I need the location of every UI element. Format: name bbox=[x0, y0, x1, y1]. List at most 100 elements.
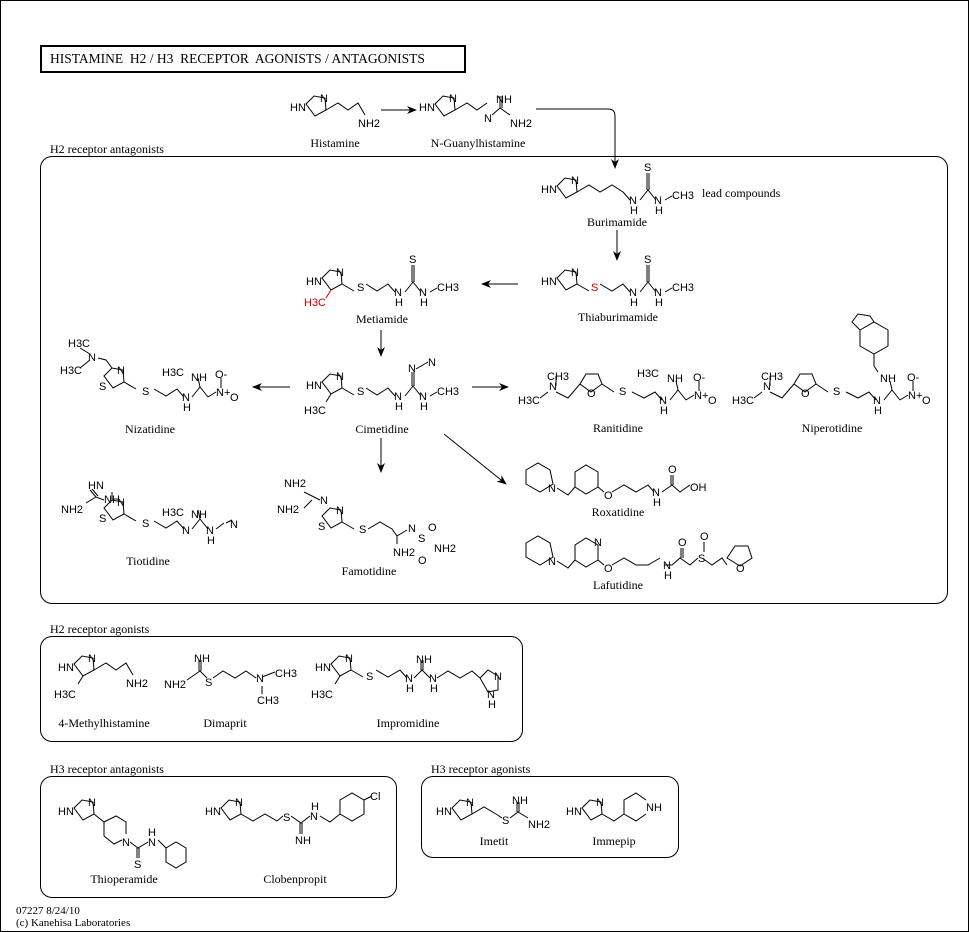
atom-label: HN bbox=[541, 276, 557, 288]
atom-label: N bbox=[571, 267, 579, 279]
atom-label: N bbox=[419, 287, 427, 299]
atom-label: H bbox=[874, 405, 882, 417]
atom-label: HN bbox=[541, 184, 557, 196]
atom-label: NH2 bbox=[284, 478, 306, 490]
atom-label: H bbox=[630, 205, 638, 217]
bond-line bbox=[434, 95, 456, 117]
compound-label-nizatidine: Nizatidine bbox=[125, 422, 175, 436]
atom-label: N+ bbox=[216, 387, 230, 399]
atom-label: S bbox=[205, 677, 212, 689]
atom-label: HN bbox=[58, 662, 74, 674]
bond-line bbox=[103, 499, 125, 521]
bond-line bbox=[73, 799, 95, 821]
bond-line bbox=[753, 376, 914, 401]
atom-label: S bbox=[591, 282, 598, 294]
bond-line bbox=[581, 799, 603, 821]
compound-label-4-methylhistamine: 4-Methylhistamine bbox=[58, 716, 150, 730]
atom-label: HN bbox=[566, 806, 582, 818]
atom-label: N bbox=[310, 811, 318, 823]
atom-label: N bbox=[629, 195, 637, 207]
structure-lafutidine: N N O N H O S O O bbox=[525, 531, 753, 582]
atom-label: H bbox=[655, 297, 663, 309]
atom-label: S bbox=[619, 386, 626, 398]
atom-label: CH3 bbox=[275, 668, 297, 680]
atom-label: HN bbox=[306, 276, 322, 288]
atom-label: NH2 bbox=[510, 118, 532, 130]
structure-4-methylhistamine: HN N H3C NH2 bbox=[54, 653, 148, 701]
atom-label: NH bbox=[496, 94, 512, 106]
atom-label: O- bbox=[907, 372, 920, 384]
atom-label: CH3 bbox=[672, 190, 694, 202]
atom-label: S bbox=[644, 254, 651, 266]
bond-line bbox=[330, 655, 352, 677]
bond-line bbox=[454, 96, 511, 116]
atom-label: H3C bbox=[162, 507, 184, 519]
compound-label-immepip: Immepip bbox=[592, 834, 636, 848]
atom-label: N bbox=[494, 671, 502, 683]
atom-label: N bbox=[320, 495, 328, 507]
compound-label-clobenpropit: Clobenpropit bbox=[263, 872, 327, 886]
atom-label: HN bbox=[419, 102, 435, 114]
atom-label: S bbox=[833, 386, 840, 398]
bond-line bbox=[726, 545, 753, 567]
bond-line bbox=[240, 792, 373, 834]
atom-label: N bbox=[873, 395, 881, 407]
atom-label: H bbox=[660, 405, 668, 417]
atom-label: CH3 bbox=[437, 386, 459, 398]
atom-label: O bbox=[587, 388, 596, 400]
atom-label: N bbox=[549, 381, 557, 393]
atom-label: O bbox=[428, 522, 437, 534]
bond-line bbox=[73, 655, 95, 677]
compound-label-thioperamide: Thioperamide bbox=[90, 872, 158, 886]
atom-label: O bbox=[700, 531, 709, 543]
structure-cimetidine: HN N H3C S N H N N N H CH3 bbox=[304, 357, 459, 417]
compound-label-n-guanylhistamine: N-Guanylhistamine bbox=[430, 136, 526, 150]
group-box-h3-agonists bbox=[421, 776, 679, 858]
group-label-h2-antagonists: H2 receptor antagonists bbox=[50, 142, 164, 156]
atom-label: N bbox=[336, 371, 344, 383]
atom-label: N bbox=[419, 391, 427, 403]
atom-label: N bbox=[122, 837, 130, 849]
structure-metiamide: HN N H3C S N H S N H CH3 bbox=[304, 254, 459, 309]
bond-line bbox=[576, 265, 673, 293]
atom-label: OH bbox=[690, 482, 707, 494]
atom-label: H bbox=[430, 683, 438, 695]
atom-label: H3C bbox=[311, 689, 333, 701]
atom-label: H3C bbox=[54, 689, 76, 701]
bond-line bbox=[305, 95, 327, 117]
bond-line bbox=[479, 669, 499, 693]
compound-label-cimetidine: Cimetidine bbox=[355, 422, 409, 436]
atom-label: H3C bbox=[637, 368, 659, 380]
atom-label: N bbox=[235, 797, 243, 809]
atom-label: N bbox=[206, 525, 214, 537]
lead-compounds-note: lead compounds bbox=[702, 186, 781, 200]
atom-label: N bbox=[88, 653, 96, 665]
arrow-cimetidine-to-roxatidine bbox=[443, 433, 507, 485]
atom-label: CH3 bbox=[547, 371, 569, 383]
atom-label: S bbox=[366, 671, 373, 683]
bond-line bbox=[321, 269, 343, 291]
atom-label: NH2 bbox=[126, 678, 148, 690]
atom-label: HN bbox=[306, 380, 322, 392]
atom-label: N bbox=[320, 93, 328, 105]
atom-label: N bbox=[394, 391, 402, 403]
atom-label: S bbox=[99, 381, 106, 393]
atom-label: NH bbox=[416, 654, 432, 666]
atom-label: N bbox=[654, 195, 662, 207]
structure-n-guanylhistamine: HN N N NH NH2 bbox=[419, 93, 532, 130]
atom-label: S bbox=[644, 162, 651, 174]
compound-label-imetit: Imetit bbox=[479, 834, 509, 848]
atom-label: O bbox=[604, 490, 613, 502]
bond-line bbox=[556, 269, 578, 291]
bond-line bbox=[601, 792, 647, 822]
compound-label-metiamide: Metiamide bbox=[356, 312, 408, 326]
structure-clobenpropit: HN N S N H NH Cl bbox=[205, 791, 380, 847]
atom-label: NH bbox=[295, 835, 311, 847]
bond-line bbox=[334, 660, 481, 685]
structure-imetit: HN N S NH NH2 bbox=[436, 795, 550, 831]
atom-label: H3C bbox=[304, 297, 326, 309]
atom-label: H bbox=[488, 699, 496, 711]
atom-label: H bbox=[420, 297, 428, 309]
atom-label: S bbox=[409, 254, 416, 266]
atom-label: H bbox=[420, 401, 428, 413]
